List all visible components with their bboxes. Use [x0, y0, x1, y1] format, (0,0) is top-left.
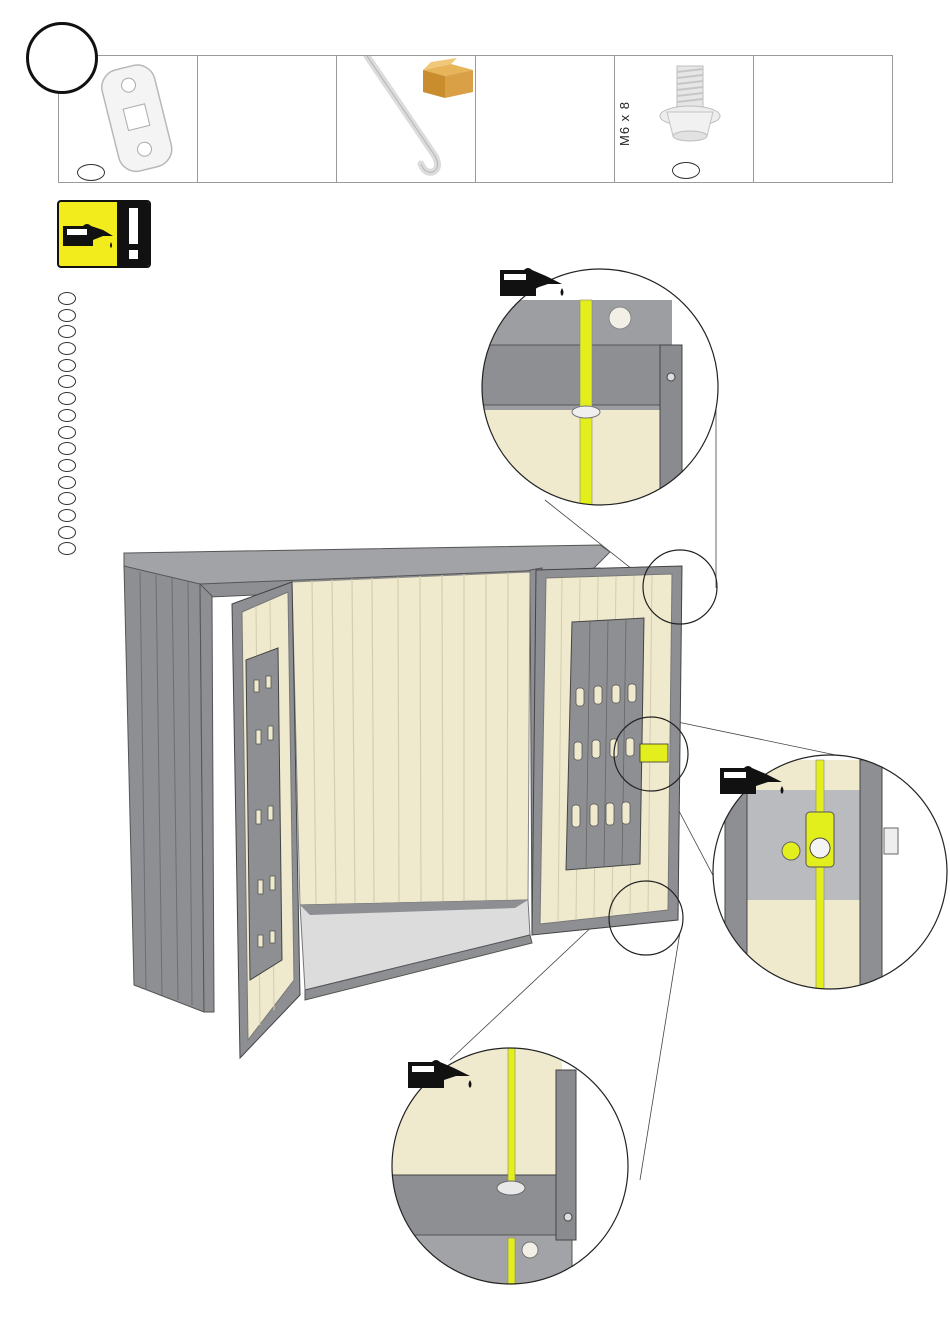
language-oval [58, 409, 76, 422]
part-cell-empty [476, 56, 615, 182]
cardboard-box-icon [417, 58, 477, 102]
language-oval [58, 426, 76, 439]
oil-can-icon [404, 1052, 484, 1092]
language-oval [58, 375, 76, 388]
quantity-oval [672, 162, 700, 179]
language-oval [58, 359, 76, 372]
oil-can-warning-icon [57, 200, 151, 268]
quantity-oval [77, 164, 105, 181]
step-number-circle [26, 22, 98, 94]
language-oval [58, 509, 76, 522]
part-cell-hook-rod [337, 56, 476, 182]
language-oval [58, 459, 76, 472]
parts-table: M6 x 8 [58, 55, 893, 183]
language-oval [58, 542, 76, 555]
language-oval [58, 309, 76, 322]
language-oval [58, 526, 76, 539]
oil-can-icon [716, 758, 796, 798]
oil-can-icon [496, 260, 576, 300]
language-oval [58, 325, 76, 338]
part-cell-empty [198, 56, 337, 182]
language-oval [58, 292, 76, 305]
part-cell-screw: M6 x 8 [615, 56, 754, 182]
language-oval [58, 342, 76, 355]
part-cell-empty [754, 56, 892, 182]
language-list [58, 292, 76, 559]
language-oval [58, 476, 76, 489]
language-oval [58, 442, 76, 455]
language-oval [58, 492, 76, 505]
language-oval [58, 392, 76, 405]
